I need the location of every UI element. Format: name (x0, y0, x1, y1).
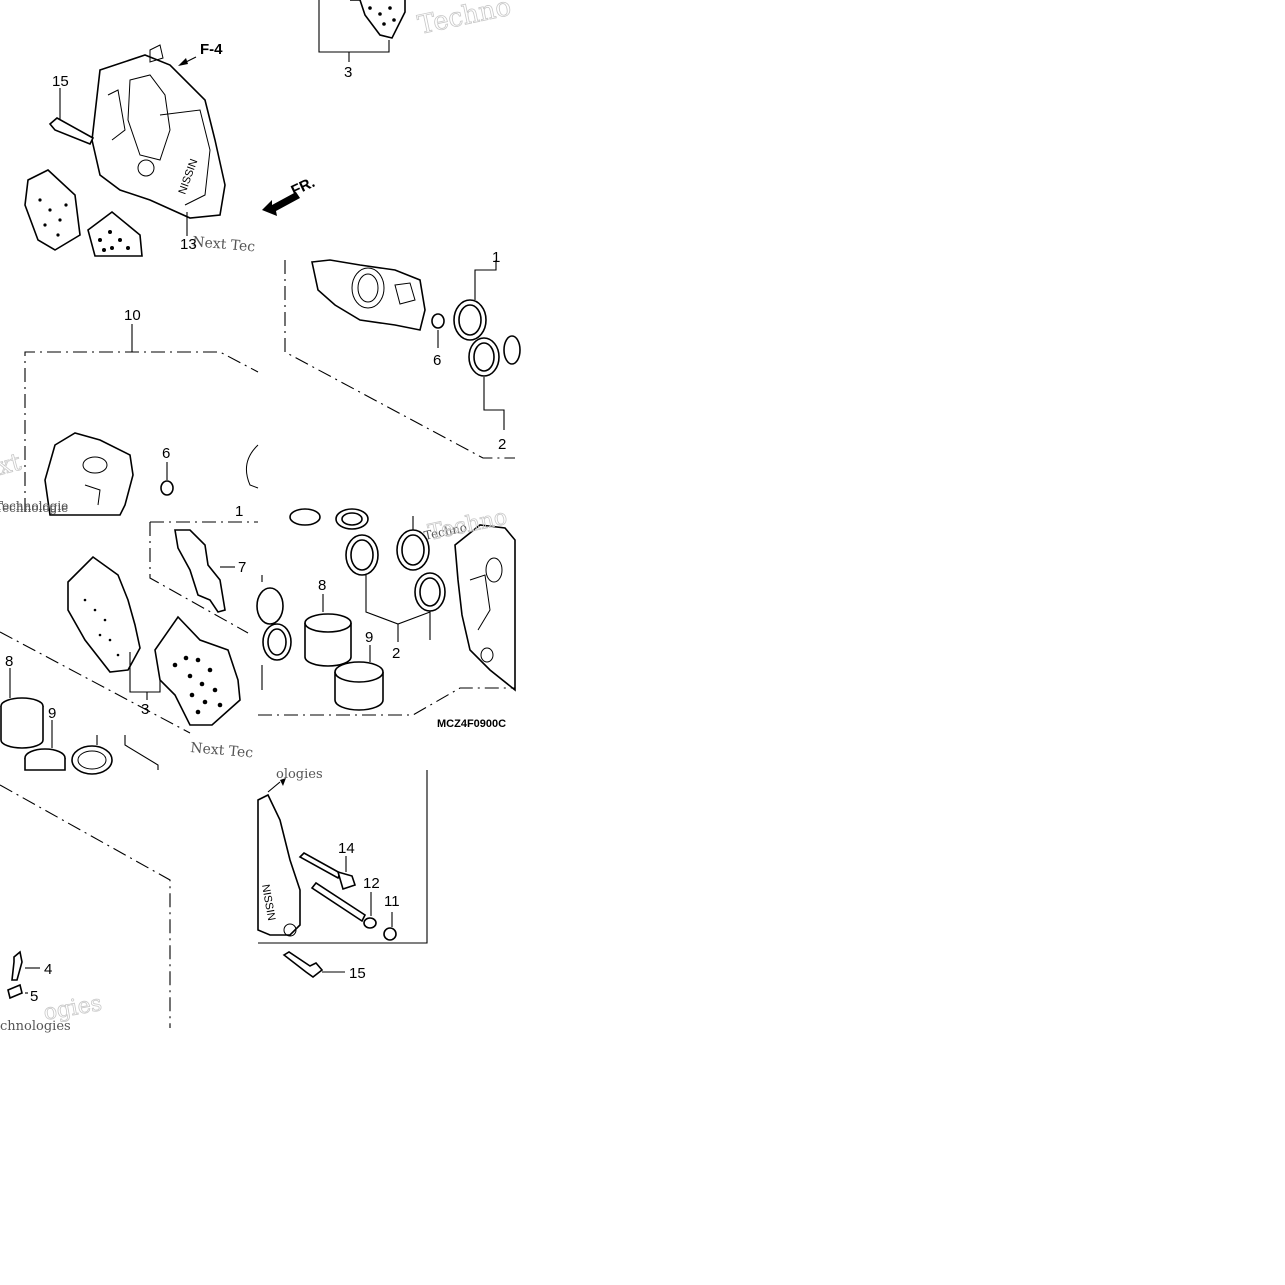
callout-1-left: 1 (235, 503, 243, 520)
callout-15-top: 15 (52, 73, 69, 90)
callout-10: 10 (124, 307, 141, 324)
callout-3-lower: 3 (141, 701, 149, 718)
bolt-15-drawing (48, 117, 95, 146)
callout-9-left: 9 (48, 705, 56, 722)
callout-11: 11 (384, 893, 400, 910)
pin-12-drawing (310, 881, 367, 923)
tile-pads-pistons (0, 521, 258, 775)
tile-kit-outline: Technologie (0, 324, 259, 516)
pin-14-drawing (298, 852, 342, 880)
watermark: Techno Next Tec Technologie Techno Next … (0, 0, 514, 1034)
callout-15-bottom: 15 (349, 965, 366, 982)
brake-pad-a-drawing (67, 555, 141, 673)
callout-6-right: 6 (433, 352, 441, 369)
brake-pad-b-drawing (154, 615, 241, 726)
callout-13: 13 (180, 236, 197, 253)
watermark-text-f: ologies (276, 767, 323, 782)
callout-5: 5 (30, 988, 38, 1005)
callout-8-left: 8 (5, 653, 13, 670)
tile-caliper-seals (284, 259, 521, 459)
callout-4: 4 (44, 961, 52, 978)
callout-1-right: 1 (492, 249, 500, 266)
callout-3-top: 3 (344, 64, 352, 81)
caliper-body-drawing (91, 54, 226, 219)
svg-text:Technologie: Technologie (0, 499, 68, 513)
tile-bolts-lower-left (0, 784, 171, 1028)
callout-9-right: 9 (365, 629, 373, 646)
brake-pad-drawing (24, 169, 81, 251)
watermark-text-h: chnologies (0, 1019, 71, 1034)
watermark-text-e: Next Tec (190, 740, 254, 761)
callout-7: 7 (238, 559, 246, 576)
ref-f4: F-4 (200, 41, 223, 58)
callout-8-right: 8 (318, 577, 326, 594)
tile-bracket-bolts: NISSIN (257, 770, 428, 978)
bolt-15b-drawing (282, 951, 324, 978)
callout-14: 14 (338, 840, 355, 857)
front-direction-label: FR. (289, 174, 318, 200)
pad-shim-drawing (174, 529, 226, 613)
watermark-text-g: xt (0, 448, 24, 481)
callout-2-upper: 2 (498, 436, 506, 453)
tile-seals-pistons: Techno (256, 508, 516, 716)
tile-top-left: NISSIN (24, 0, 406, 257)
callouts: 15 13 3 10 6 6 1 1 2 2 7 3 8 9 8 9 14 12… (5, 64, 506, 1005)
watermark-text-b: Next Tec (192, 234, 256, 255)
watermark-text-a: Techno (415, 0, 514, 41)
callout-2-lower: 2 (392, 645, 400, 662)
diagram-code: MCZ4F0900C (437, 718, 506, 730)
callout-6-left: 6 (162, 445, 170, 462)
watermark-text-c: Technologie (0, 501, 68, 515)
callout-12: 12 (363, 875, 380, 892)
watermark-text-i: ogies (42, 991, 104, 1026)
